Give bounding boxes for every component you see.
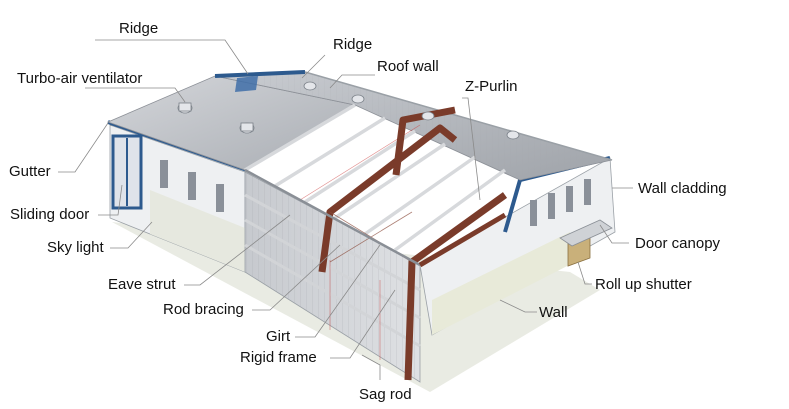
- label-z-purlin: Z-Purlin: [465, 78, 518, 95]
- label-rigid-frame: Rigid frame: [240, 349, 317, 366]
- label-sky-light: Sky light: [47, 239, 104, 256]
- window: [530, 200, 537, 226]
- window: [160, 160, 168, 188]
- label-ridge-second: Ridge: [333, 36, 373, 53]
- label-gutter: Gutter: [9, 163, 51, 180]
- sky-light: [235, 76, 258, 92]
- label-eave-strut: Eave strut: [108, 276, 176, 293]
- window: [566, 186, 573, 212]
- label-roll-up-shutter: Roll up shutter: [595, 276, 692, 293]
- leader-lines: [58, 39, 633, 380]
- label-rod-bracing: Rod bracing: [163, 301, 244, 318]
- eave-strut: [244, 168, 421, 267]
- girts: [244, 193, 421, 348]
- left-end-wall-lower: [150, 190, 245, 272]
- label-wall-cladding: Wall cladding: [638, 180, 727, 197]
- ridge-line: [304, 71, 613, 161]
- window: [584, 179, 591, 205]
- label-turbo-air-ventilator: Turbo-air ventilator: [17, 70, 143, 87]
- label-ridge-top: Ridge: [119, 20, 159, 37]
- z-purlins: [244, 103, 507, 252]
- label-sag-rod: Sag rod: [359, 386, 412, 403]
- label-wall: Wall: [539, 304, 568, 321]
- window: [216, 184, 224, 212]
- door-canopy: [559, 219, 613, 247]
- label-door-canopy: Door canopy: [635, 235, 721, 252]
- label-girt: Girt: [266, 328, 291, 345]
- ridge: [214, 70, 306, 78]
- label-sliding-door: Sliding door: [10, 206, 90, 223]
- wall-lower: [432, 232, 575, 335]
- label-roof-wall: Roof wall: [377, 58, 439, 75]
- turbo-air-ventilators: [177, 81, 520, 140]
- window: [188, 172, 196, 200]
- window: [548, 193, 555, 219]
- wall-cladding-edge: [418, 212, 507, 268]
